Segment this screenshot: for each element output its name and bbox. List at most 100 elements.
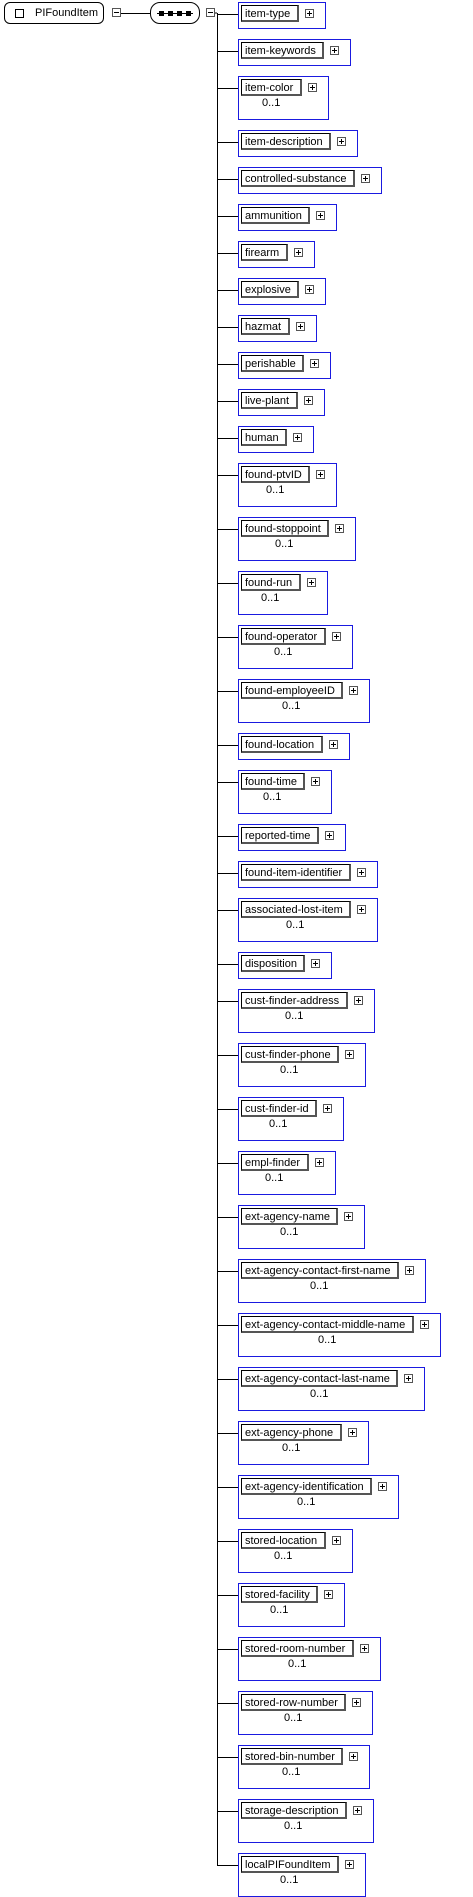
expand-icon[interactable] xyxy=(352,1698,361,1707)
expand-icon[interactable] xyxy=(323,1104,332,1113)
expand-icon[interactable] xyxy=(344,1212,353,1221)
expand-icon[interactable] xyxy=(353,1806,362,1815)
expand-icon[interactable] xyxy=(404,1374,413,1383)
element-box-item-description[interactable]: item-description xyxy=(238,130,358,157)
element-icon xyxy=(15,9,24,18)
expand-icon[interactable] xyxy=(360,1644,369,1653)
element-name: associated-lost-item xyxy=(241,901,351,918)
element-box-found-location[interactable]: found-location xyxy=(238,733,350,760)
expand-icon[interactable] xyxy=(324,1590,333,1599)
expand-icon[interactable] xyxy=(307,578,316,587)
collapse-icon[interactable] xyxy=(206,8,215,17)
expand-icon[interactable] xyxy=(330,46,339,55)
expand-icon[interactable] xyxy=(349,1752,358,1761)
element-name: item-color xyxy=(241,79,302,96)
expand-icon[interactable] xyxy=(357,905,366,914)
expand-icon[interactable] xyxy=(329,740,338,749)
element-box-human[interactable]: human xyxy=(238,426,314,453)
element-name: found-operator xyxy=(241,628,326,645)
element-box-found-item-identifier[interactable]: found-item-identifier xyxy=(238,861,378,888)
expand-icon[interactable] xyxy=(293,433,302,442)
expand-icon[interactable] xyxy=(357,868,366,877)
expand-icon[interactable] xyxy=(335,524,344,533)
element-name: ammunition xyxy=(241,207,310,224)
expand-icon[interactable] xyxy=(296,322,305,331)
expand-icon[interactable] xyxy=(294,248,303,257)
sequence-compositor[interactable] xyxy=(150,2,200,24)
expand-icon[interactable] xyxy=(349,686,358,695)
expand-icon[interactable] xyxy=(310,359,319,368)
element-box-firearm[interactable]: firearm xyxy=(238,241,315,268)
occurrence-label: 0..1 xyxy=(265,1172,284,1184)
element-name: reported-time xyxy=(241,827,319,844)
expand-icon[interactable] xyxy=(305,9,314,18)
element-name: ext-agency-contact-middle-name xyxy=(241,1316,414,1333)
expand-icon[interactable] xyxy=(308,83,317,92)
expand-icon[interactable] xyxy=(345,1860,354,1869)
element-name: disposition xyxy=(241,955,305,972)
expand-icon[interactable] xyxy=(354,996,363,1005)
element-name: found-employeeID xyxy=(241,682,343,699)
expand-icon[interactable] xyxy=(378,1482,387,1491)
expand-icon[interactable] xyxy=(304,396,313,405)
expand-icon[interactable] xyxy=(348,1428,357,1437)
occurrence-label: 0..1 xyxy=(288,1658,307,1670)
expand-icon[interactable] xyxy=(311,959,320,968)
expand-icon[interactable] xyxy=(345,1050,354,1059)
element-box-perishable[interactable]: perishable xyxy=(238,352,331,379)
element-box-item-keywords[interactable]: item-keywords xyxy=(238,39,351,66)
occurrence-label: 0..1 xyxy=(263,791,282,803)
expand-icon[interactable] xyxy=(420,1320,429,1329)
expand-icon[interactable] xyxy=(337,137,346,146)
expand-icon[interactable] xyxy=(311,777,320,786)
expand-icon[interactable] xyxy=(332,632,341,641)
expand-icon[interactable] xyxy=(316,211,325,220)
element-box-item-type[interactable]: item-type xyxy=(238,2,326,29)
element-box-reported-time[interactable]: reported-time xyxy=(238,824,346,851)
expand-icon[interactable] xyxy=(316,470,325,479)
element-name: ext-agency-name xyxy=(241,1208,338,1225)
element-box-live-plant[interactable]: live-plant xyxy=(238,389,325,416)
expand-icon[interactable] xyxy=(361,174,370,183)
occurrence-label: 0..1 xyxy=(282,1766,301,1778)
expand-icon[interactable] xyxy=(305,285,314,294)
element-box-disposition[interactable]: disposition xyxy=(238,952,332,979)
expand-icon[interactable] xyxy=(405,1266,414,1275)
element-box-ammunition[interactable]: ammunition xyxy=(238,204,337,231)
expand-icon[interactable] xyxy=(325,831,334,840)
root-element-box[interactable]: PIFoundItem xyxy=(4,2,104,24)
expand-icon[interactable] xyxy=(332,1536,341,1545)
element-box-explosive[interactable]: explosive xyxy=(238,278,326,305)
element-box-hazmat[interactable]: hazmat xyxy=(238,315,317,342)
occurrence-label: 0..1 xyxy=(282,1442,301,1454)
element-box-controlled-substance[interactable]: controlled-substance xyxy=(238,167,382,194)
element-name: perishable xyxy=(241,355,304,372)
expand-icon[interactable] xyxy=(315,1158,324,1167)
collapse-icon[interactable] xyxy=(112,8,121,17)
